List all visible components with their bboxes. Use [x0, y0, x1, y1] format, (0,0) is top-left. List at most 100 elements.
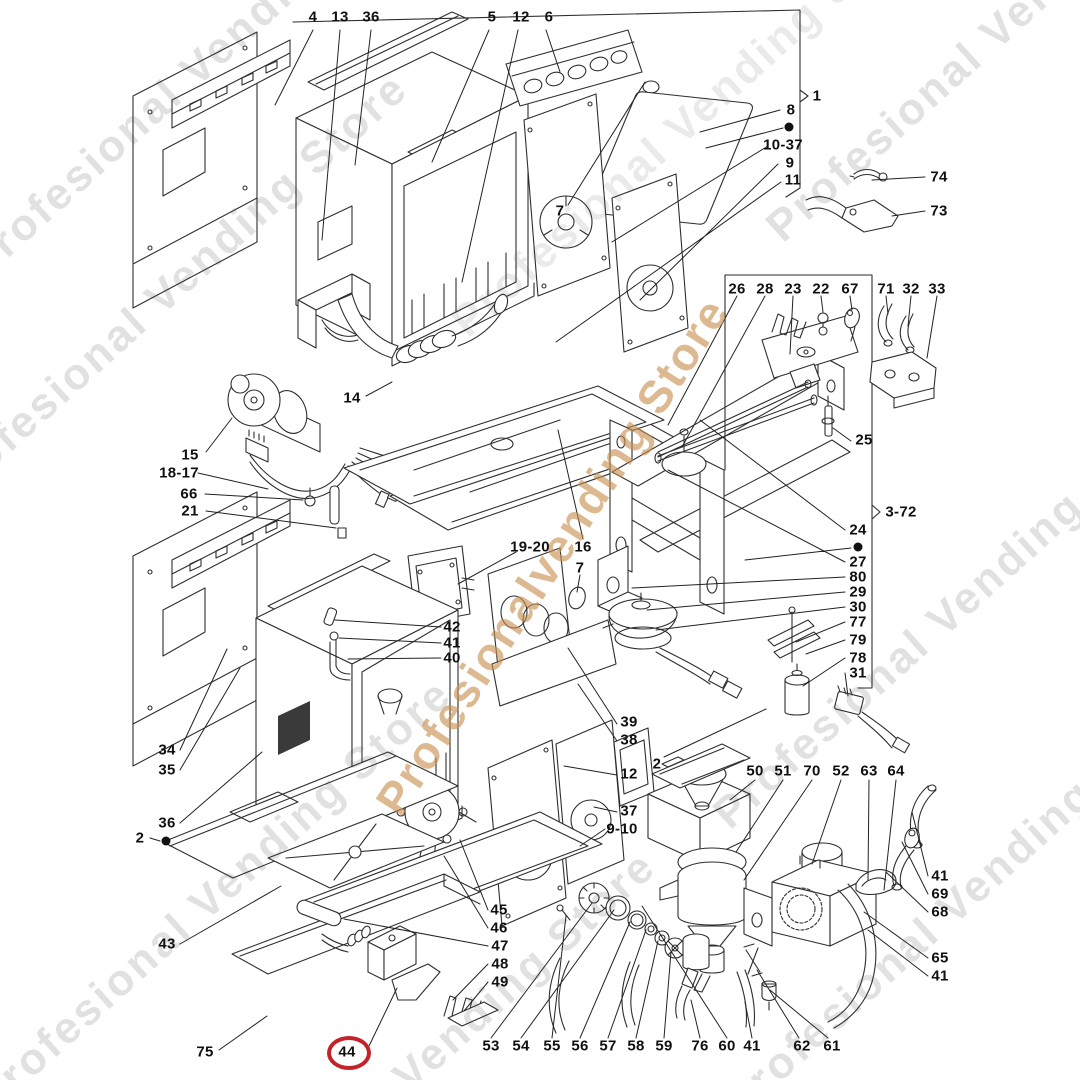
part-label-61: 61: [823, 1037, 841, 1055]
part-label-36: 36: [158, 814, 176, 832]
part-label-22: 22: [812, 280, 830, 298]
lock-assembly-group: [657, 274, 881, 689]
part-label-25: 25: [855, 431, 873, 449]
part-label-2: 2: [652, 755, 662, 773]
reference-dots: [161, 122, 863, 846]
part-label-40: 40: [443, 649, 461, 667]
part-label-34: 34: [158, 741, 176, 759]
part-label-45: 45: [490, 901, 508, 919]
part-label-51: 51: [774, 762, 792, 780]
part-label-41: 41: [931, 867, 949, 885]
part-label-41: 41: [931, 967, 949, 985]
part-label-3-72: 3-72: [885, 503, 917, 521]
part-label-74: 74: [930, 168, 948, 186]
part-label-13: 13: [331, 8, 349, 26]
part-label-55: 55: [543, 1037, 561, 1055]
part-label-12: 12: [620, 765, 638, 783]
part-label-15: 15: [181, 446, 199, 464]
part-label-68: 68: [931, 903, 949, 921]
part-label-27: 27: [849, 553, 867, 571]
part-label-76: 76: [691, 1037, 709, 1055]
part-label-63: 63: [860, 762, 878, 780]
part-label-30: 30: [849, 598, 867, 616]
doser-outlet-parts: [548, 882, 777, 1034]
part-label-23: 23: [784, 280, 802, 298]
part-label-29: 29: [849, 583, 867, 601]
part-label-33: 33: [928, 280, 946, 298]
part-label-53: 53: [482, 1037, 500, 1055]
part-label-64: 64: [887, 762, 905, 780]
highlight-ring-44: [327, 1036, 371, 1070]
part-label-39: 39: [620, 713, 638, 731]
boiler-rail: [505, 29, 643, 107]
part-label-49: 49: [491, 973, 509, 991]
part-label-80: 80: [849, 568, 867, 586]
part-label-24: 24: [849, 521, 867, 539]
part-label-78: 78: [849, 649, 867, 667]
part-label-60: 60: [718, 1037, 736, 1055]
part-label-62: 62: [793, 1037, 811, 1055]
part-label-14: 14: [343, 389, 361, 407]
part-label-35: 35: [158, 761, 176, 779]
part-label-21: 21: [181, 502, 199, 520]
part-label-73: 73: [930, 202, 948, 220]
dispenser-plates-upper: [523, 93, 689, 353]
part-label-11: 11: [784, 171, 802, 189]
part-label-70: 70: [803, 762, 821, 780]
part-label-5: 5: [487, 8, 497, 26]
part-label-10-37: 10-37: [763, 136, 803, 154]
part-label-32: 32: [902, 280, 920, 298]
back-panel-upper: [132, 31, 291, 309]
part-label-26: 26: [728, 280, 746, 298]
leader-lines: [149, 29, 938, 1051]
assembly-bracket-1: [292, 9, 809, 198]
inlet-hoses-and-fittings: [805, 168, 937, 409]
part-label-52: 52: [832, 762, 850, 780]
part-label-41: 41: [743, 1037, 761, 1055]
part-label-42: 42: [443, 618, 461, 636]
part-label-69: 69: [931, 885, 949, 903]
coffee-hopper-group: [647, 743, 751, 993]
silicone-hoses-right: [827, 784, 937, 1029]
part-label-7: 7: [555, 202, 565, 220]
part-label-18-17: 18-17: [159, 464, 199, 482]
part-label-8: 8: [786, 101, 796, 119]
part-label-48: 48: [491, 955, 509, 973]
base-and-drip-trays: [162, 751, 603, 1027]
air-duct-and-coil: [297, 273, 509, 364]
part-label-56: 56: [571, 1037, 589, 1055]
back-panel-lower: [132, 491, 291, 767]
part-label-1: 1: [812, 87, 822, 105]
part-label-57: 57: [599, 1037, 617, 1055]
fan-motor-group: [602, 592, 743, 699]
part-label-37: 37: [620, 802, 638, 820]
part-label-19-20: 19-20: [510, 538, 550, 556]
part-label-28: 28: [756, 280, 774, 298]
part-label-77: 77: [849, 613, 867, 631]
part-label-47: 47: [491, 937, 509, 955]
part-label-2: 2: [135, 829, 145, 847]
part-label-6: 6: [544, 8, 554, 26]
part-label-65: 65: [931, 949, 949, 967]
part-label-16: 16: [574, 538, 592, 556]
part-label-7: 7: [575, 559, 585, 577]
part-label-59: 59: [655, 1037, 673, 1055]
part-label-54: 54: [512, 1037, 530, 1055]
part-label-12: 12: [512, 8, 530, 26]
part-label-71: 71: [877, 280, 895, 298]
part-label-41: 41: [443, 634, 461, 652]
part-label-58: 58: [627, 1037, 645, 1055]
part-label-9: 9: [785, 154, 795, 172]
part-label-75: 75: [196, 1043, 214, 1061]
sensor-bracket-capacitor: [767, 606, 911, 754]
part-label-50: 50: [746, 762, 764, 780]
part-label-31: 31: [849, 664, 867, 682]
part-label-4: 4: [308, 8, 318, 26]
part-label-36: 36: [362, 8, 380, 26]
support-frame-group: [597, 353, 851, 615]
grinder-motor-group: [743, 842, 897, 947]
part-label-46: 46: [490, 919, 508, 937]
